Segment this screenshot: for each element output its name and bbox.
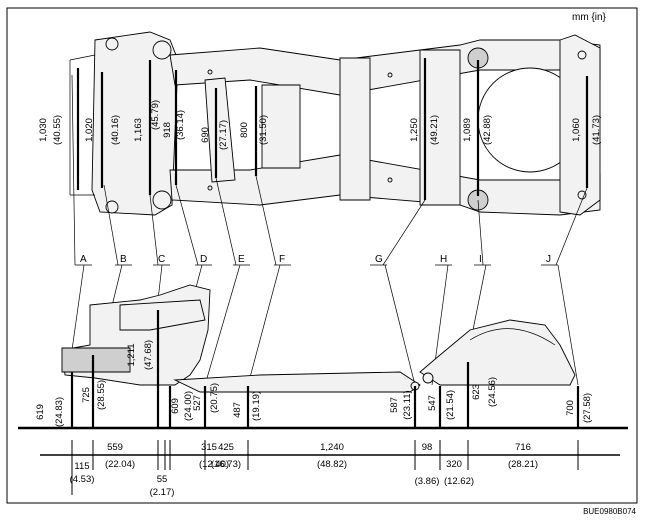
dim-1060-mm: 1,060 [571,118,582,142]
height-619-in: (24.83) [54,397,65,427]
dim-918-in: (36.14) [175,110,186,140]
height-527-mm: 527 [192,395,203,411]
dim-1030-mm: 1,030 [38,118,49,142]
figure-code: BUE0980B074 [583,507,636,516]
height-547-in: (21.54) [445,390,456,420]
point-label-i: I [479,254,482,265]
point-label-f: F [279,254,285,265]
height-487-mm: 487 [232,402,243,418]
hdim-559-mm: 559 [107,442,123,453]
top-view-dimension-lines [76,58,589,200]
hdim-320-mm: 320 [446,459,462,470]
height-623-in: (24.56) [487,377,498,407]
point-label-d: D [200,254,207,265]
height-1211-in: (47.68) [143,340,154,370]
side-view-frame [61,284,576,393]
hdim-716-in: (28.21) [508,459,538,470]
horizontal-dimension-labels: 559 (22.04) 315 (12.40) 425 (16.73) 1,24… [105,442,538,487]
height-609-mm: 609 [170,398,181,414]
hdim-1240-mm: 1,240 [320,442,344,453]
dim-800-mm: 800 [239,122,250,138]
hdim-315-in: (12.40) [199,459,229,470]
hdim-315-mm: 315 [201,442,217,453]
dim-1163-mm: 1,163 [133,118,144,142]
hdim-320-in: (12.62) [444,476,474,487]
top-view-frame [69,31,601,216]
ldim-55-mm: 55 [157,474,168,485]
figure-border [6,7,638,504]
point-label-a: A [80,254,87,265]
height-725-in: (28.55) [96,380,107,410]
ldim-55-in: (2.17) [150,487,175,498]
height-487-in: (19.19) [251,391,262,421]
height-527-in: (20.75) [209,383,220,413]
horizontal-dimension-chain [40,440,620,495]
height-700-mm: 700 [565,400,576,416]
height-623-mm: 623 [471,384,482,400]
point-label-b: B [120,254,127,265]
dim-1020-mm: 1,020 [84,118,95,142]
side-view-height-lines [70,310,580,428]
dim-918-mm: 918 [162,122,173,138]
dim-1089-in: (42.88) [482,115,493,145]
dim-1030-in: (40.55) [52,115,63,145]
dim-800-in: (31.50) [258,115,269,145]
height-587-in: (23.11) [402,390,413,419]
point-labels: A B C D E F G H I J [80,254,551,265]
lower-dimension-labels: 115 (4.53) 55 (2.17) [70,461,175,498]
hdim-425-in: (16.73) [211,459,241,470]
height-609-in: (24.00) [183,391,194,421]
side-view-height-labels: 619 (24.83) 725 (28.55) 1,211 (47.68) 60… [35,340,593,427]
dim-690-in: (27.17) [218,120,229,150]
height-547-mm: 547 [427,395,438,411]
point-label-h: H [440,254,447,265]
point-label-j: J [546,254,551,265]
dim-1089-mm: 1,089 [462,118,473,142]
point-label-e: E [238,254,245,265]
hdim-98-mm: 98 [422,442,433,453]
point-label-g: G [375,254,383,265]
height-725-mm: 725 [81,387,92,403]
height-587-mm: 587 [389,397,400,413]
height-619-mm: 619 [35,404,46,420]
top-view-dimension-labels: 1,030 (40.55) 1,020 (40.16) 1,163 (45.79… [38,100,602,150]
height-1211-mm: 1,211 [126,343,137,366]
units-label: mm {in} [572,12,607,23]
hdim-1240-in: (48.82) [317,459,347,470]
height-700-in: (27.58) [582,393,593,423]
dim-1250-in: (49.21) [429,115,440,145]
ldim-115-in: (4.53) [70,474,95,485]
dim-1163-in: (45.79) [150,100,161,130]
ldim-115-mm: 115 [74,461,89,472]
hdim-716-mm: 716 [515,442,531,453]
dim-1250-mm: 1,250 [409,118,420,142]
dim-1020-in: (40.16) [110,115,121,145]
point-label-c: C [158,254,165,265]
hdim-98-in: (3.86) [415,476,440,487]
label-leader-lines [71,74,588,386]
hdim-559-in: (22.04) [105,459,135,470]
dim-1060-in: (41.73) [591,115,602,145]
dim-690-mm: 690 [200,127,211,143]
hdim-425-mm: 425 [218,442,234,453]
